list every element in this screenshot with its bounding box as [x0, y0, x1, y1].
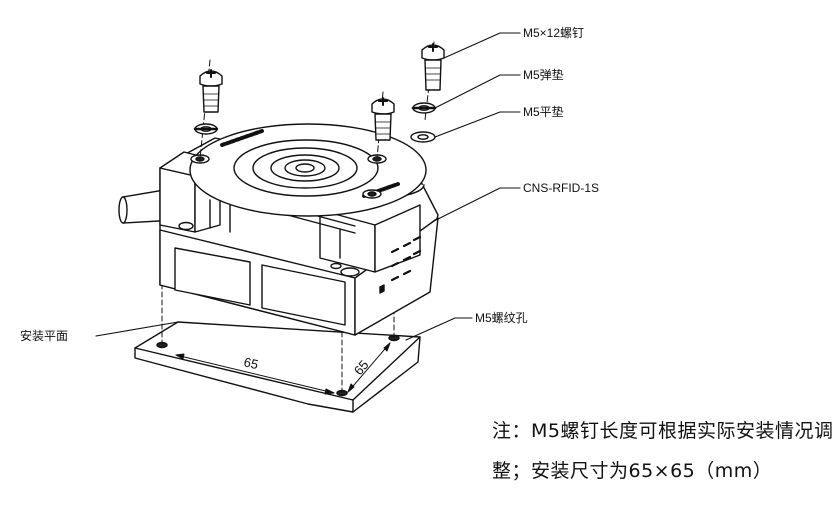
- note-line-1: 注：M5螺钉长度可根据实际安装情况调: [492, 420, 833, 442]
- screw-middle: [371, 97, 395, 141]
- label-flat-washer: M5平垫: [523, 104, 564, 119]
- screw-left: [193, 69, 223, 135]
- label-screw: M5×12螺钉: [523, 26, 584, 40]
- note-line-2: 整；安装尺寸为65×65（mm）: [492, 460, 773, 482]
- mounting-plate: [134, 321, 421, 413]
- label-threaded-hole: M5螺纹孔: [475, 311, 528, 325]
- mounting-diagram: M5×12螺钉 M5弹垫 M5平垫 CNS-RFID-1S M5螺纹孔 安装平面…: [20, 26, 599, 413]
- screw-right: [410, 43, 445, 143]
- label-model: CNS-RFID-1S: [523, 181, 599, 195]
- antenna-disc: [189, 123, 427, 217]
- leader-lines: [95, 32, 521, 341]
- label-spring-washer: M5弹垫: [523, 67, 564, 82]
- dimension-width: 65: [242, 354, 259, 372]
- label-mount-plane: 安装平面: [20, 328, 68, 343]
